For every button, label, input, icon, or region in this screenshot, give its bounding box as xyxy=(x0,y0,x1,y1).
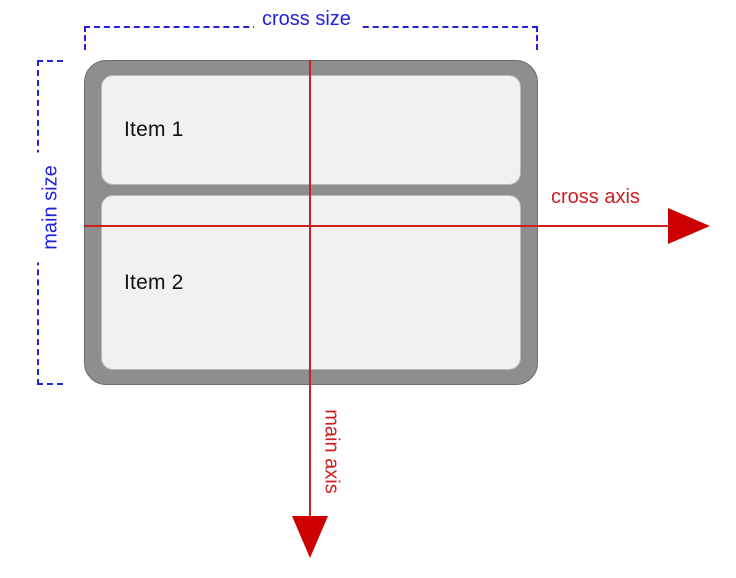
main-axis-label: main axis xyxy=(320,409,343,494)
cross-axis-label: cross axis xyxy=(551,186,640,208)
cross-axis-arrow-icon xyxy=(668,208,710,244)
main-size-label: main size xyxy=(35,152,67,263)
main-axis-line xyxy=(309,60,311,528)
main-axis-arrow-icon xyxy=(292,516,328,558)
flex-item-1: Item 1 xyxy=(101,75,521,185)
cross-axis-line xyxy=(84,225,676,227)
flex-item-2: Item 2 xyxy=(101,195,521,370)
cross-size-label: cross size xyxy=(254,8,359,31)
flex-container: Item 1 Item 2 xyxy=(84,60,538,385)
flex-item-2-label: Item 2 xyxy=(124,270,184,294)
flex-item-1-label: Item 1 xyxy=(124,118,184,141)
